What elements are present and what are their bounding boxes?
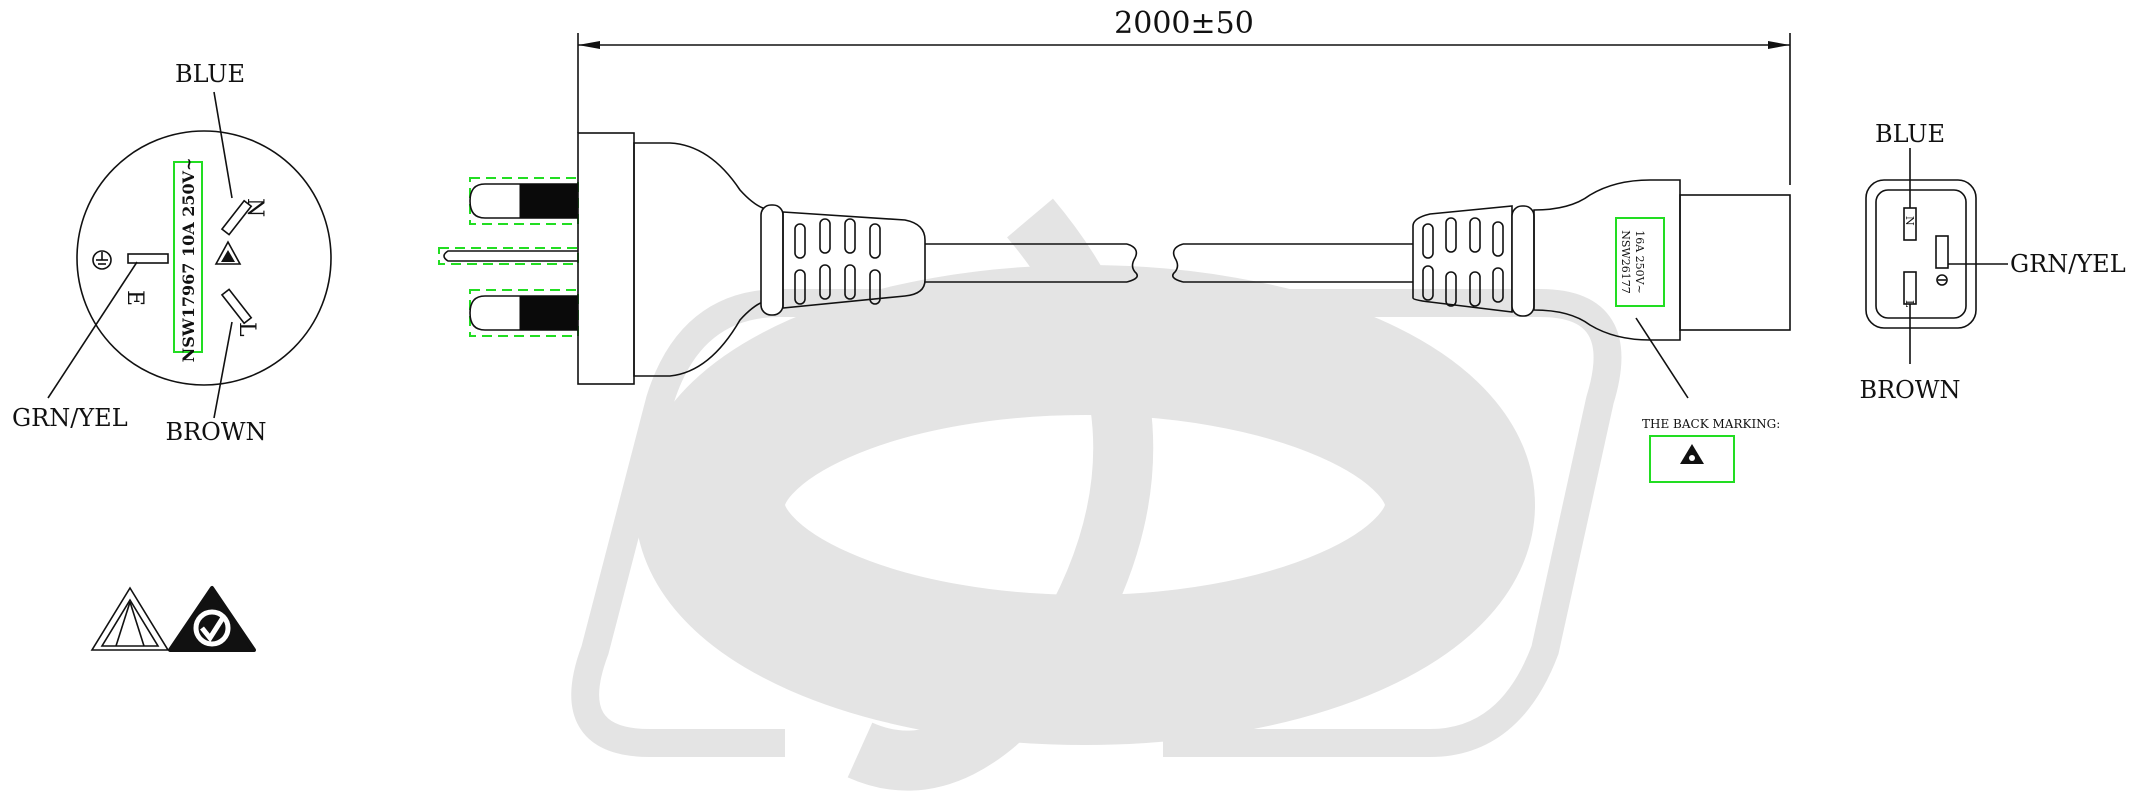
saa-back-icon (1680, 444, 1704, 464)
pin-e-label: E (122, 290, 147, 306)
pin-e-slot (127, 253, 169, 264)
pin-l-label: L (234, 322, 259, 337)
back-marking-box (1649, 435, 1735, 483)
connector-marking-line1: 16A 250V~ (1633, 230, 1646, 294)
earth-symbol-icon (92, 250, 112, 270)
pin-l-slot (220, 288, 253, 325)
plug-brown-label: BROWN (165, 418, 266, 446)
length-dimension: 2000±50 (577, 6, 1791, 185)
connector-face-view: N L BLUE BROWN GRN/YEL (1859, 120, 2125, 404)
watermark-logo (571, 198, 1622, 791)
connector-brown-label: BROWN (1859, 376, 1960, 404)
saa-small-icon (214, 240, 242, 265)
connector-pin-n-label: N (1903, 216, 1916, 226)
plug-side-view (438, 132, 926, 385)
back-marking-label: THE BACK MARKING: (1642, 417, 1780, 431)
connector-pin-e-slot (1935, 235, 1949, 269)
length-label: 2000±50 (1114, 6, 1254, 41)
saa-triangle-icon (90, 586, 170, 651)
connector-marking-line2: NSW26177 (1619, 230, 1632, 293)
connector-earth-icon (1936, 274, 1948, 286)
rcm-mark-icon (168, 586, 256, 652)
connector-side-view: 16A 250V~ NSW26177 THE BACK MARKING: (1412, 179, 1791, 483)
plug-blue-label: BLUE (175, 60, 245, 88)
plug-face-view: NSW17967 10A 250V~ N L E BLUE BROWN GRN/… (12, 60, 332, 446)
pin-n-label: N (242, 198, 267, 217)
plug-marking-box (173, 161, 203, 353)
connector-marking-box (1615, 217, 1665, 307)
pin-n-slot (220, 199, 253, 236)
cable (925, 243, 1413, 283)
connector-grn-yel-label: GRN/YEL (2010, 250, 2126, 278)
plug-marking-text: NSW17967 10A 250V~ (179, 158, 198, 363)
connector-blue-label: BLUE (1875, 120, 1945, 148)
plug-grn-yel-label: GRN/YEL (12, 404, 128, 432)
